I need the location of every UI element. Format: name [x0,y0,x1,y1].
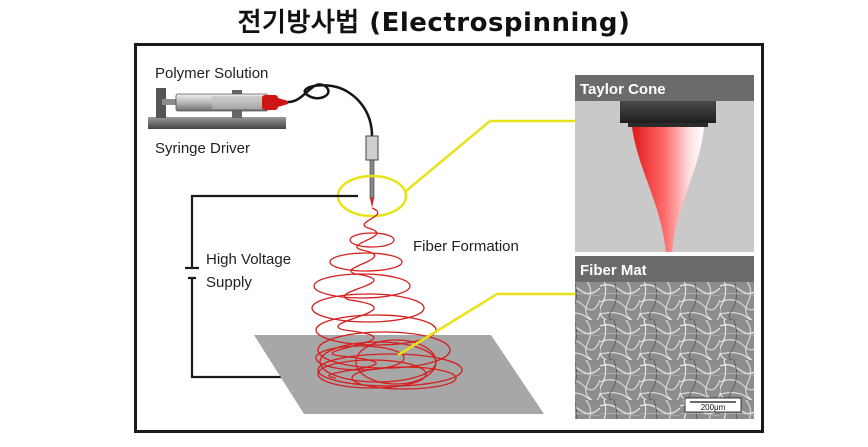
taylor-cone-header [575,75,754,101]
taylor-cone-title: Taylor Cone [580,81,666,98]
fiber-formation-label: Fiber Formation [413,238,519,255]
syringe-driver-label: Syringe Driver [155,140,250,157]
fiber-mat-image [575,256,754,419]
taylor-cone-panel [575,75,754,252]
taylor-cone-shape [632,127,704,252]
high-voltage-label-line2: Supply [206,274,252,291]
high-voltage-label-line1: High Voltage [206,251,291,268]
fiber-spiral [311,207,463,390]
nozzle-icon [620,101,716,123]
diagram-frame [134,43,764,433]
fiber-mat-panel [575,256,754,419]
page-title: 전기방사법 (Electrospinning) [237,8,631,38]
fiber-mat-title: Fiber Mat [580,262,647,279]
fiber-mat-callout-line [397,292,575,357]
driver-base [148,117,286,129]
collector-plate [254,335,544,414]
fiber-mat-header [575,256,754,282]
polymer-reservoir [262,95,278,110]
spinneret-needle [365,135,379,208]
driver-block [156,88,166,118]
scale-bar-label: 200μm [701,403,726,412]
polymer-solution-label: Polymer Solution [155,65,268,82]
circuit-wire [190,194,358,379]
taylor-cone-callout-line [405,119,575,192]
syringe-driver [148,88,288,129]
feed-tubing [287,83,374,137]
